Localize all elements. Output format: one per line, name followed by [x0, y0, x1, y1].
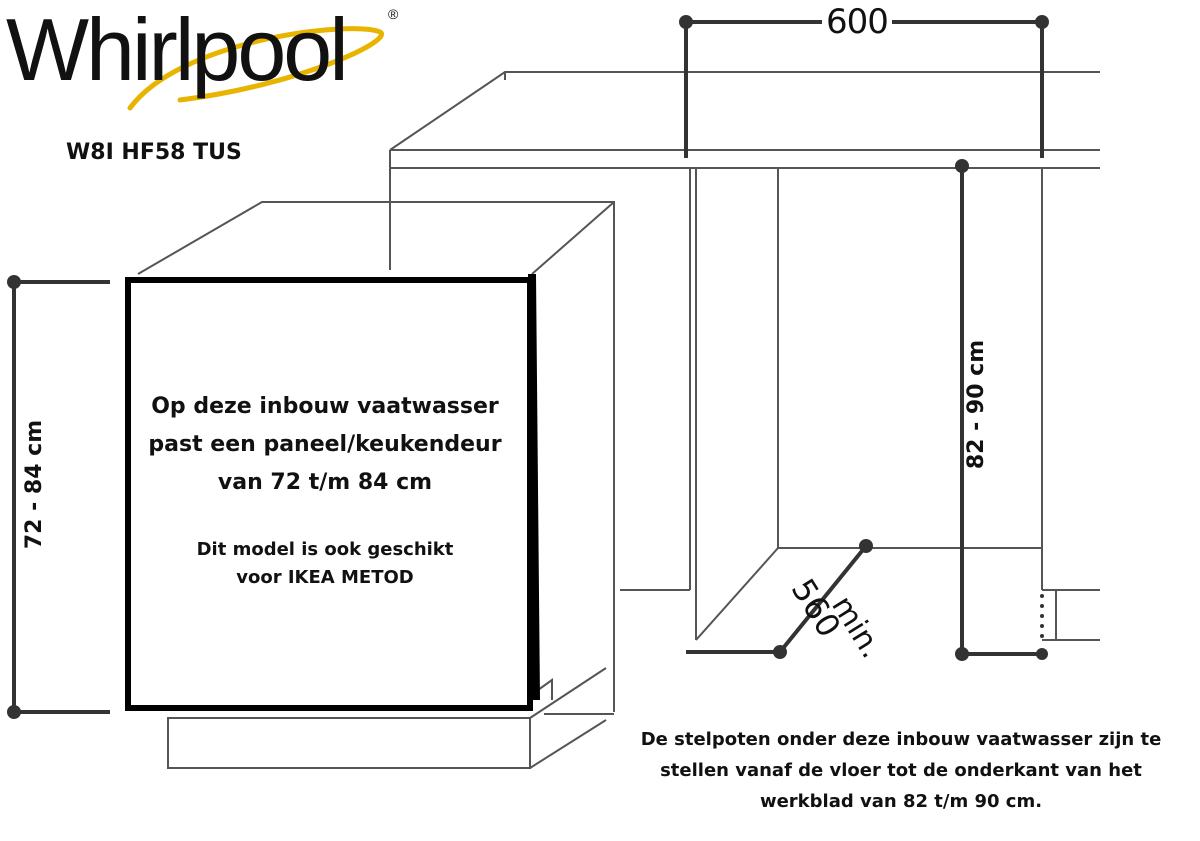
- note-line: De stelpoten onder deze inbouw vaatwasse…: [640, 729, 1162, 750]
- panel-info-line: van 72 t/m 84 cm: [217, 470, 433, 495]
- door-height-dimension-label: 72 - 84 cm: [22, 413, 48, 556]
- brand-logo: Whirlpool: [6, 0, 349, 99]
- panel-info: Op deze inbouw vaatwasser past een panee…: [130, 388, 520, 502]
- ikea-note-line: voor IKEA METOD: [236, 567, 414, 588]
- dishwasher-body: [137, 201, 615, 769]
- ikea-note-line: Dit model is ook geschikt: [196, 539, 454, 560]
- logo-swoosh-icon: [127, 26, 385, 111]
- registered-mark: ®: [388, 6, 399, 22]
- note-line: werkblad van 82 t/m 90 cm.: [759, 791, 1043, 812]
- model-number: W8I HF58 TUS: [66, 140, 242, 165]
- width-dimension-label: 600: [822, 2, 892, 42]
- door-panel: [125, 277, 533, 711]
- note-line: stellen vanaf de vloer tot de onderkant …: [660, 760, 1142, 781]
- niche-height-dimension-label: 82 - 90 cm: [964, 333, 990, 476]
- panel-info-line: past een paneel/keukendeur: [148, 432, 502, 457]
- panel-info-line: Op deze inbouw vaatwasser: [151, 394, 499, 419]
- ikea-note: Dit model is ook geschikt voor IKEA METO…: [130, 536, 520, 592]
- countertop-outline: [389, 71, 1100, 151]
- adjustable-feet-note: De stelpoten onder deze inbouw vaatwasse…: [604, 724, 1198, 817]
